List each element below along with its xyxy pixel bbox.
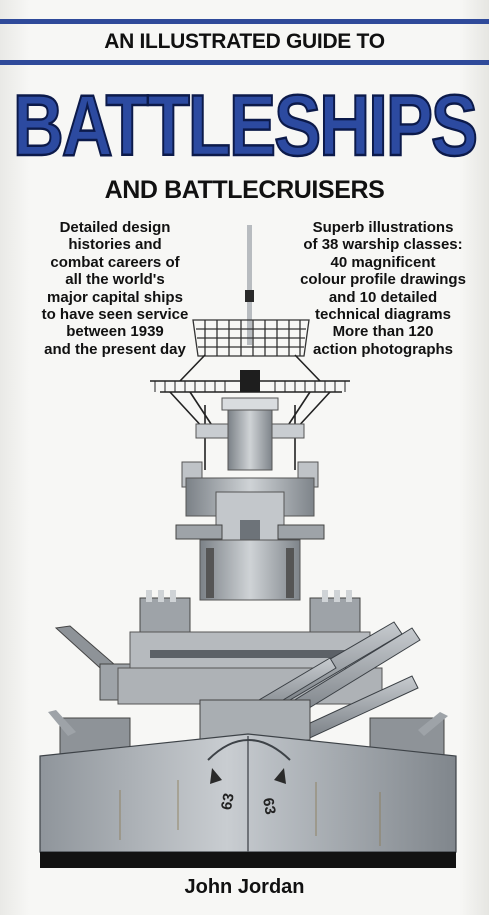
blurb-left-line: major capital ships	[47, 288, 183, 306]
blurb-right: Superb illustrations of 38 warship class…	[283, 219, 483, 358]
top-blue-rule	[0, 19, 489, 24]
blurb-left-line: and the present day	[44, 340, 186, 358]
hull-number-left: 63	[218, 792, 238, 811]
blurb-right-line: technical diagrams	[315, 306, 451, 324]
blurb-left: Detailed design histories and combat car…	[20, 219, 210, 358]
blurb-left-line: to have seen service	[41, 306, 189, 324]
blurb-right-line: More than 120	[332, 323, 434, 341]
blurb-right-line: Superb illustrations	[312, 219, 454, 236]
blurb-left-line: all the world's	[65, 271, 165, 289]
blurb-left-line: between 1939	[66, 323, 164, 341]
book-subtitle: AND BATTLECRUISERS	[104, 176, 385, 204]
hull-number-right: 63	[259, 797, 279, 816]
blurb-right-line: 40 magnificent	[330, 253, 436, 271]
author-name: John Jordan	[184, 876, 305, 898]
blurb-right-line: and 10 detailed	[328, 288, 438, 306]
blurb-right-line: of 38 warship classes:	[303, 236, 463, 254]
middle-blue-rule	[0, 60, 489, 65]
blurb-left-line: Detailed design	[59, 219, 171, 236]
series-title: AN ILLUSTRATED GUIDE TO	[104, 30, 385, 53]
blurb-right-line: colour profile drawings	[300, 271, 466, 289]
blurb-right-line: action photographs	[313, 340, 453, 358]
blurb-left-line: histories and	[68, 236, 162, 254]
blurb-left-line: combat careers of	[50, 253, 180, 271]
book-title: BATTLESHIPS	[12, 77, 479, 175]
